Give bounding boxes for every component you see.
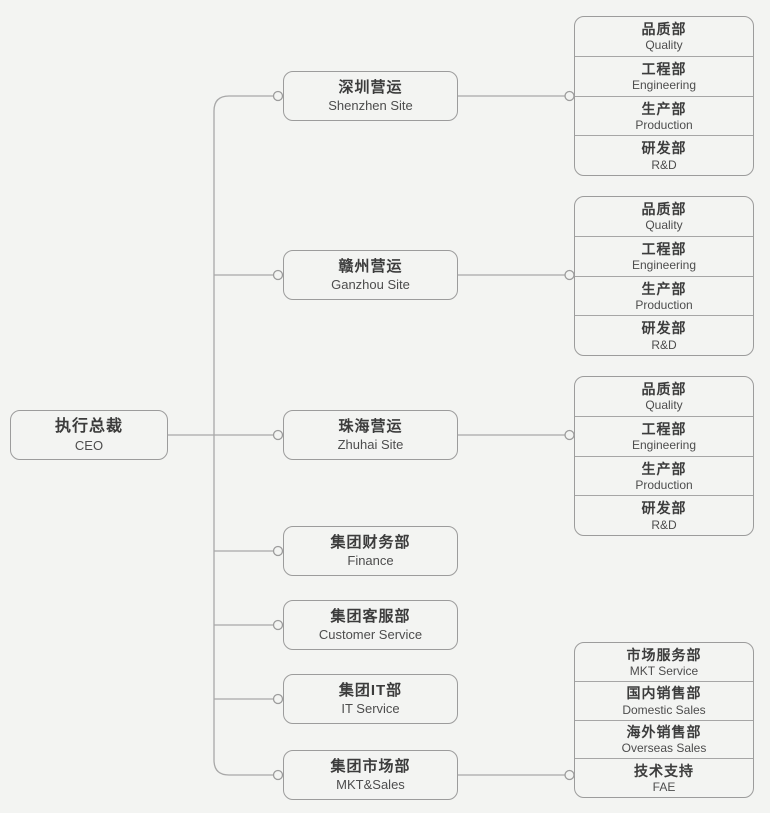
node-subtitle: FAE [652, 780, 676, 795]
link-handle-it[interactable] [272, 693, 284, 705]
dept-group-mkt: 市场服务部 MKT Service 国内销售部 Domestic Sales 海… [574, 642, 754, 798]
node-title: 技术支持 [634, 762, 694, 779]
node-subtitle: IT Service [341, 701, 400, 716]
link-handle-shenzhen[interactable] [272, 90, 284, 102]
node-quality[interactable]: 品质部 Quality [575, 377, 753, 416]
node-subtitle: R&D [651, 517, 677, 532]
node-subtitle: Engineering [631, 78, 697, 93]
node-subtitle: Quality [645, 398, 683, 413]
link-handle-mkt-depts[interactable] [564, 769, 575, 781]
link-handle-ganzhou[interactable] [272, 269, 284, 281]
node-title: 集团财务部 [330, 533, 411, 551]
link-handle-zhuhai-depts[interactable] [564, 429, 575, 441]
node-title: 国内销售部 [626, 685, 702, 702]
node-rnd[interactable]: 研发部 R&D [575, 135, 753, 175]
dept-group-zhuhai: 品质部 Quality 工程部 Engineering 生产部 Producti… [574, 376, 754, 536]
node-title: 研发部 [641, 140, 687, 157]
link-handle-finance[interactable] [272, 545, 284, 557]
node-title: 品质部 [641, 381, 687, 398]
node-engineering[interactable]: 工程部 Engineering [575, 55, 753, 96]
node-title: 研发部 [641, 500, 687, 517]
node-title: 深圳营运 [338, 78, 403, 96]
dept-group-ganzhou: 品质部 Quality 工程部 Engineering 生产部 Producti… [574, 196, 754, 356]
node-ganzhou-site[interactable]: 赣州营运 Ganzhou Site [283, 250, 458, 300]
node-title: 品质部 [641, 201, 687, 218]
link-handle-zhuhai[interactable] [272, 429, 284, 441]
node-subtitle: Engineering [631, 258, 697, 273]
node-subtitle: Production [635, 477, 693, 492]
node-overseas-sales[interactable]: 海外销售部 Overseas Sales [575, 719, 753, 759]
node-finance[interactable]: 集团财务部 Finance [283, 526, 458, 576]
node-rnd[interactable]: 研发部 R&D [575, 495, 753, 535]
node-shenzhen-site[interactable]: 深圳营运 Shenzhen Site [283, 71, 458, 121]
link-handle-customer-service[interactable] [272, 619, 284, 631]
node-subtitle: Quality [645, 218, 683, 233]
node-title: 品质部 [641, 21, 687, 38]
node-title: 研发部 [641, 320, 687, 337]
node-title: 市场服务部 [626, 646, 702, 663]
node-title: 集团客服部 [330, 607, 411, 625]
node-title: 赣州营运 [338, 257, 403, 275]
node-engineering[interactable]: 工程部 Engineering [575, 415, 753, 456]
node-subtitle: Engineering [631, 438, 697, 453]
node-subtitle: Customer Service [318, 627, 423, 642]
node-title: 工程部 [641, 240, 687, 257]
node-it-service[interactable]: 集团IT部 IT Service [283, 674, 458, 724]
node-subtitle: MKT Service [629, 663, 699, 678]
node-ceo-subtitle: CEO [74, 437, 104, 453]
node-title: 珠海营运 [338, 417, 403, 435]
dept-group-shenzhen: 品质部 Quality 工程部 Engineering 生产部 Producti… [574, 16, 754, 176]
node-title: 生产部 [641, 100, 687, 117]
node-mkt-sales[interactable]: 集团市场部 MKT&Sales [283, 750, 458, 800]
node-subtitle: R&D [651, 157, 677, 172]
node-zhuhai-site[interactable]: 珠海营运 Zhuhai Site [283, 410, 458, 460]
node-engineering[interactable]: 工程部 Engineering [575, 235, 753, 276]
node-title: 集团IT部 [338, 681, 403, 699]
link-handle-mkt[interactable] [272, 769, 284, 781]
node-subtitle: Shenzhen Site [328, 98, 413, 113]
node-mkt-service[interactable]: 市场服务部 MKT Service [575, 643, 753, 681]
node-subtitle: MKT&Sales [336, 777, 405, 792]
node-quality[interactable]: 品质部 Quality [575, 197, 753, 236]
node-subtitle: Production [635, 117, 693, 132]
node-production[interactable]: 生产部 Production [575, 275, 753, 316]
node-rnd[interactable]: 研发部 R&D [575, 315, 753, 355]
node-subtitle: Quality [645, 38, 683, 53]
node-title: 集团市场部 [330, 757, 411, 775]
node-title: 工程部 [641, 420, 687, 437]
node-subtitle: Zhuhai Site [337, 437, 404, 452]
node-title: 生产部 [641, 460, 687, 477]
node-subtitle: Domestic Sales [622, 702, 706, 717]
node-subtitle: Overseas Sales [621, 741, 707, 756]
node-subtitle: R&D [651, 337, 677, 352]
node-subtitle: Production [635, 297, 693, 312]
node-ceo-title: 执行总裁 [54, 418, 123, 436]
link-handle-shenzhen-depts[interactable] [564, 90, 575, 102]
node-subtitle: Ganzhou Site [331, 277, 410, 292]
node-production[interactable]: 生产部 Production [575, 95, 753, 136]
node-title: 海外销售部 [626, 724, 702, 741]
node-fae[interactable]: 技术支持 FAE [575, 758, 753, 797]
node-quality[interactable]: 品质部 Quality [575, 17, 753, 56]
node-domestic-sales[interactable]: 国内销售部 Domestic Sales [575, 680, 753, 720]
node-ceo[interactable]: 执行总裁 CEO [10, 410, 168, 460]
link-handle-ganzhou-depts[interactable] [564, 269, 575, 281]
node-customer-service[interactable]: 集团客服部 Customer Service [283, 600, 458, 650]
node-production[interactable]: 生产部 Production [575, 455, 753, 496]
node-title: 工程部 [641, 60, 687, 77]
node-title: 生产部 [641, 280, 687, 297]
node-subtitle: Finance [347, 553, 394, 568]
